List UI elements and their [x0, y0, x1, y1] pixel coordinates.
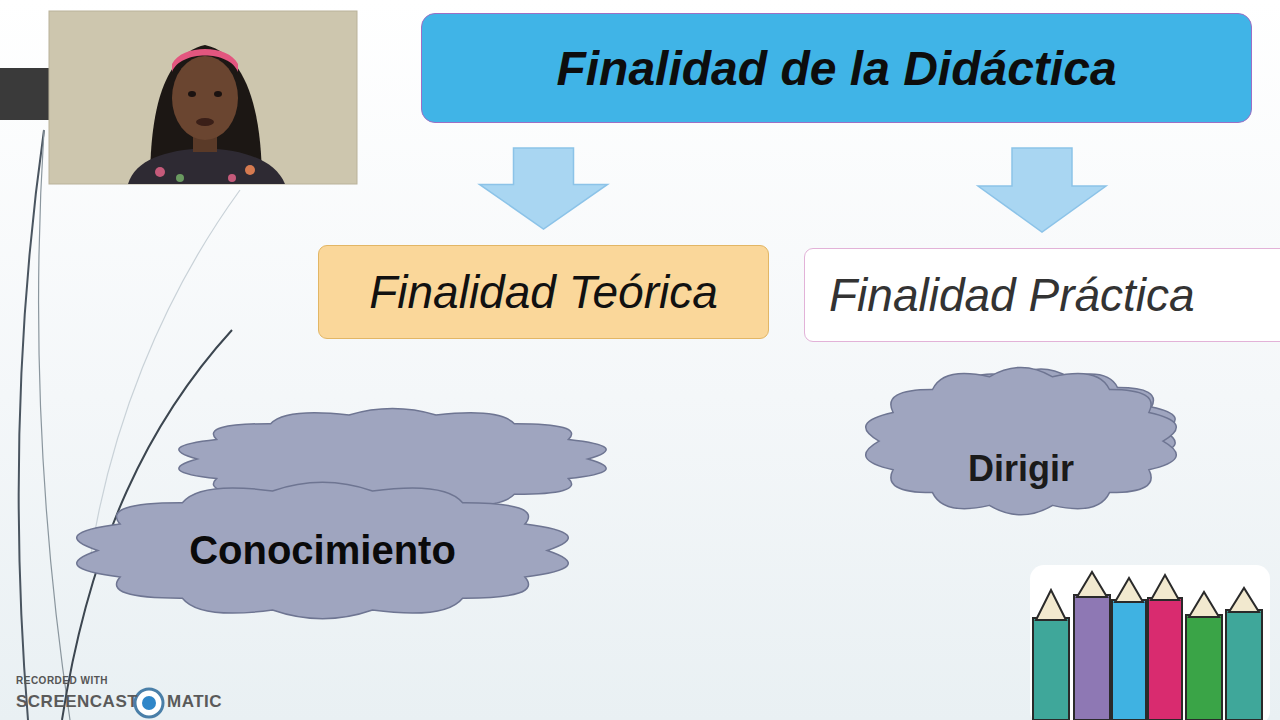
- node-text: Finalidad Teórica: [369, 265, 718, 319]
- cloud-outline-path: [866, 367, 1177, 514]
- watermark-text: MATIC: [167, 692, 222, 712]
- process-box: Finalidad Teórica: [318, 245, 769, 339]
- dark-tab: [0, 68, 49, 120]
- title-box: Finalidad de la Didáctica: [421, 13, 1252, 123]
- block-arrow: [480, 148, 608, 229]
- node-text: Finalidad de la Didáctica: [556, 41, 1116, 96]
- decor-line: [39, 130, 70, 720]
- cloud-outline: [852, 352, 1190, 530]
- cloud-shape: Dirigir: [852, 352, 1190, 530]
- webcam-frame: [49, 11, 357, 184]
- cloud-shape: Conocimiento: [55, 468, 590, 633]
- node-text: Finalidad Práctica: [829, 268, 1195, 322]
- books-illustration: [1030, 565, 1270, 720]
- process-box: Finalidad Práctica: [804, 248, 1280, 342]
- cloud-outline-path: [77, 482, 569, 618]
- node-text: Dirigir: [968, 448, 1074, 490]
- watermark-logo: [135, 689, 163, 717]
- block-arrow: [978, 148, 1106, 232]
- node-text: Conocimiento: [189, 528, 456, 573]
- watermark-text: SCREENCAST: [16, 692, 138, 712]
- watermark-text: RECORDED WITH: [16, 675, 108, 686]
